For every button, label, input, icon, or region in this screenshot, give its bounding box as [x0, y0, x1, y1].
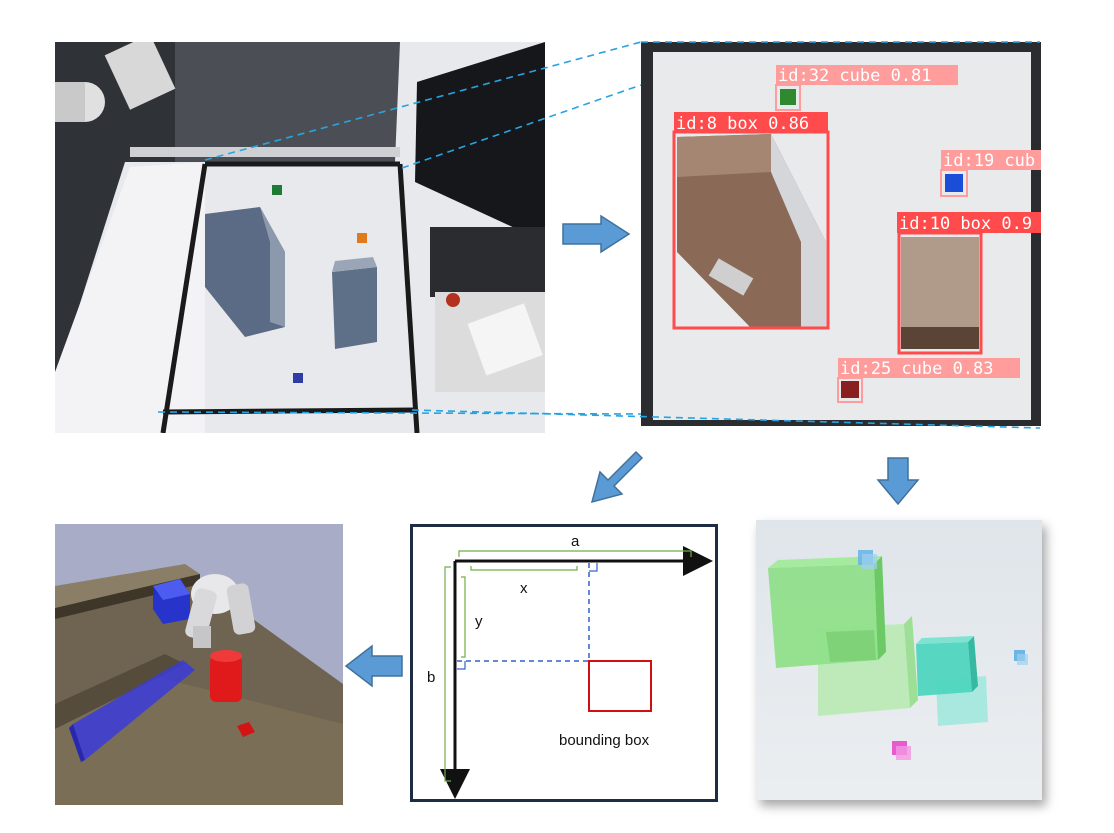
scene-reconstruction: [756, 520, 1042, 800]
simulation-view: [55, 524, 343, 805]
brace-y: [461, 576, 466, 658]
label-y: y: [475, 613, 483, 630]
brace-a: [458, 550, 692, 557]
bounding-box-rect: [588, 660, 652, 712]
detection-view: id:32 cube 0.81 id:8 box 0.86 id:19 cub …: [641, 42, 1041, 426]
label-b: b: [427, 669, 435, 686]
detection-label-19: id:19 cub: [943, 151, 1035, 171]
bounding-box-caption: bounding box: [559, 732, 650, 749]
arrow-down-icon: [876, 457, 920, 506]
arrow-left-icon: [344, 644, 403, 688]
detection-label-25: id:25 cube 0.83: [840, 359, 994, 379]
coordinate-diagram: a x b y bounding box: [410, 524, 718, 802]
brace-b: [444, 566, 451, 782]
arrow-right-icon: [562, 214, 631, 254]
arrow-diagonal-icon: [590, 450, 644, 504]
detection-label-10: id:10 box 0.9: [899, 214, 1032, 234]
brace-x: [470, 566, 578, 571]
label-x: x: [520, 580, 528, 597]
detection-label-32: id:32 cube 0.81: [778, 66, 932, 86]
detection-label-8: id:8 box 0.86: [676, 114, 809, 134]
workspace-photo: [55, 42, 545, 433]
label-a: a: [571, 533, 580, 550]
